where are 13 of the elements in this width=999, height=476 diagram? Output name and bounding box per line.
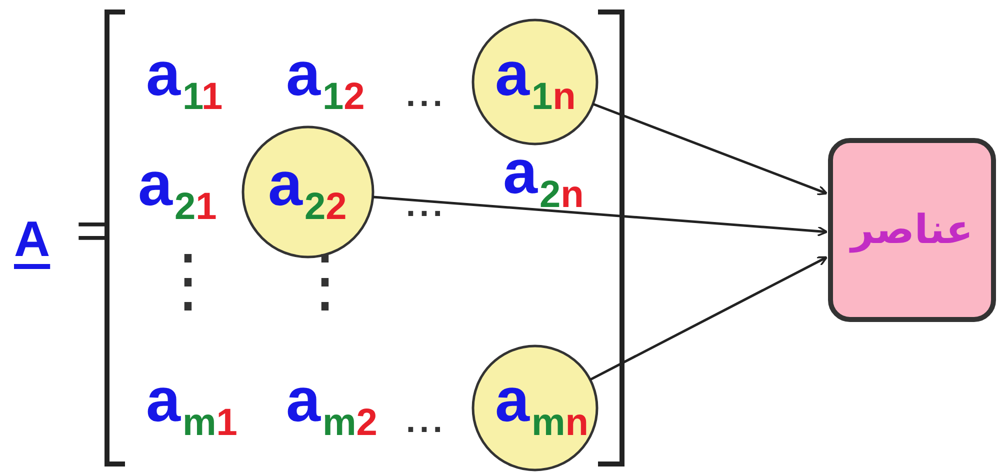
ellipsis: ⋮ [153, 245, 223, 315]
arrow [590, 256, 828, 381]
highlight-circle [472, 18, 598, 146]
arrow [592, 102, 828, 196]
matrix-name: A [14, 214, 50, 264]
equals-sign: = [76, 204, 108, 258]
arrow [372, 196, 828, 237]
label-box [828, 138, 996, 322]
ellipsis: ... [406, 78, 446, 112]
box-label: عناصر [850, 206, 974, 255]
ellipsis: ... [406, 188, 446, 222]
ellipsis: ... [406, 404, 446, 438]
highlight-circle [472, 344, 598, 472]
